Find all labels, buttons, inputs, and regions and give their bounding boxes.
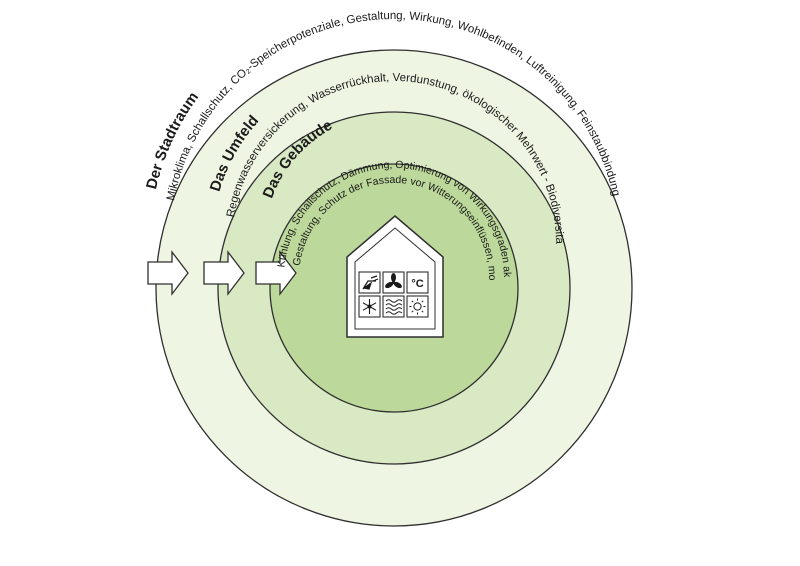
arrow-gebaeude-icon — [255, 250, 297, 296]
house-icon: °C — [346, 215, 444, 338]
arrow-stadtraum-icon — [147, 250, 189, 296]
arrow-umfeld-icon — [203, 250, 245, 296]
snowflake-icon — [362, 299, 377, 314]
solar-panel-icon — [362, 275, 379, 290]
fan-icon — [385, 273, 402, 289]
waves-icon — [385, 299, 403, 315]
entry-arrows — [147, 250, 297, 296]
celsius-icon: °C — [411, 278, 423, 290]
sun-icon — [409, 298, 426, 315]
